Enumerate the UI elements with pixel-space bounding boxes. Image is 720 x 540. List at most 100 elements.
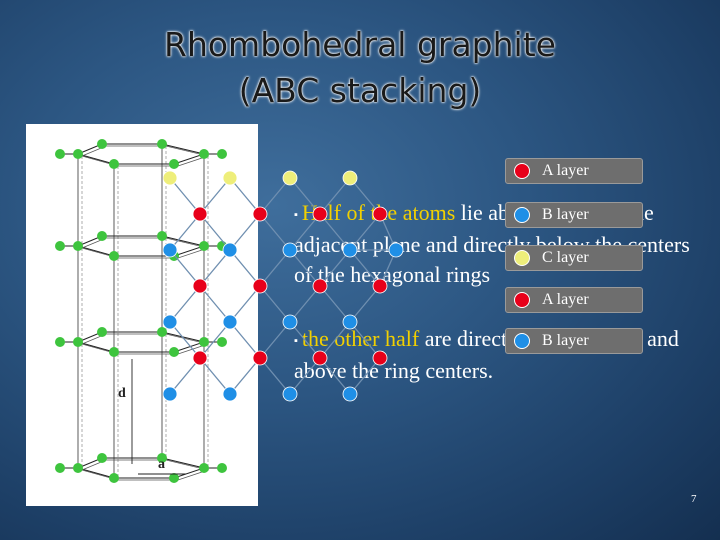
- bullet-icon: ▪: [294, 208, 298, 221]
- lattice-bond: [319, 321, 351, 359]
- lattice-atom: [372, 278, 388, 294]
- lattice-atom: [312, 350, 328, 366]
- lattice-bond: [169, 213, 201, 251]
- lattice-atom: [282, 386, 298, 402]
- carbon-atom: [55, 241, 65, 251]
- layer-label-4: A layer: [505, 287, 643, 313]
- lattice-bond: [349, 213, 381, 251]
- title-line-1: Rhombohedral graphite: [164, 25, 556, 64]
- lattice-bond: [229, 213, 261, 251]
- lattice-atom: [222, 314, 238, 330]
- lattice-bond: [169, 285, 201, 323]
- lattice-bond: [229, 321, 261, 359]
- carbon-atom: [73, 149, 83, 159]
- lattice-bond: [289, 321, 321, 359]
- carbon-atom: [55, 149, 65, 159]
- slide-title: Rhombohedral graphite (ABC stacking): [0, 22, 720, 114]
- carbon-atom: [157, 231, 167, 241]
- layer-label-3: C layer: [505, 245, 643, 271]
- lattice-bond: [319, 213, 351, 251]
- carbon-atom: [55, 463, 65, 473]
- lattice-bond: [169, 249, 201, 287]
- lattice-atom: [372, 206, 388, 222]
- lattice-bond: [319, 249, 351, 287]
- carbon-atom: [55, 337, 65, 347]
- lattice-atom: [252, 278, 268, 294]
- lattice-bond: [259, 249, 291, 287]
- lattice-bond: [259, 357, 291, 395]
- lattice-atom: [162, 170, 178, 186]
- lattice-atom: [282, 170, 298, 186]
- bullet-icon: ▪: [294, 334, 298, 347]
- hexagonal-ring: [80, 459, 210, 481]
- label-a: a: [158, 457, 165, 472]
- lattice-bond: [319, 357, 351, 395]
- lattice-atom: [342, 170, 358, 186]
- lattice-bond: [229, 285, 261, 323]
- carbon-atom: [169, 159, 179, 169]
- layer-label-text: B layer: [542, 206, 589, 223]
- lattice-atom: [162, 242, 178, 258]
- carbon-atom: [73, 241, 83, 251]
- lattice-bond: [229, 357, 261, 395]
- carbon-atom: [169, 473, 179, 483]
- lattice-bond: [199, 177, 231, 215]
- title-line-2: (ABC stacking): [238, 71, 482, 110]
- lattice-bond: [289, 357, 321, 395]
- carbon-atom: [217, 337, 227, 347]
- lattice-bond: [199, 357, 231, 395]
- lattice-bond: [169, 357, 201, 395]
- lattice-bond: [169, 321, 201, 359]
- layer-color-dot: [514, 207, 530, 223]
- lattice-atom: [252, 206, 268, 222]
- lattice-atom: [192, 206, 208, 222]
- lattice-bond: [289, 285, 321, 323]
- carbon-atom: [199, 149, 209, 159]
- carbon-atom: [157, 453, 167, 463]
- carbon-atom: [97, 327, 107, 337]
- carbon-atom: [109, 347, 119, 357]
- lattice-bond: [259, 285, 291, 323]
- lattice-bond: [349, 357, 381, 395]
- lattice-atom: [252, 350, 268, 366]
- carbon-atom: [217, 149, 227, 159]
- carbon-atom: [169, 347, 179, 357]
- lattice-bond: [199, 213, 231, 251]
- lattice-bond: [259, 321, 291, 359]
- lattice-atom: [222, 386, 238, 402]
- lattice-atom: [388, 242, 404, 258]
- carbon-atom: [199, 337, 209, 347]
- layer-label-text: B layer: [542, 332, 589, 349]
- lattice-bond: [349, 321, 381, 359]
- layer-color-dot: [514, 292, 530, 308]
- lattice-atom: [192, 278, 208, 294]
- lattice-atom: [342, 386, 358, 402]
- carbon-atom: [109, 251, 119, 261]
- layer-color-dot: [514, 250, 530, 266]
- lattice-bond: [289, 213, 321, 251]
- lattice-atom: [342, 314, 358, 330]
- lattice-atom: [312, 278, 328, 294]
- lattice-bond: [229, 249, 261, 287]
- carbon-atom: [157, 327, 167, 337]
- lattice-bond: [199, 321, 231, 359]
- lattice-bond: [319, 285, 351, 323]
- lattice-bond: [349, 177, 381, 215]
- carbon-atom: [73, 337, 83, 347]
- carbon-atom: [109, 159, 119, 169]
- lattice-bond: [259, 177, 291, 215]
- hexagonal-ring: [76, 457, 206, 479]
- layer-label-5: B layer: [505, 328, 643, 354]
- layer-label-text: A layer: [542, 291, 589, 308]
- lattice-atom: [162, 386, 178, 402]
- lattice-atom: [222, 170, 238, 186]
- carbon-atom: [73, 463, 83, 473]
- carbon-atom: [217, 463, 227, 473]
- lattice-bond: [199, 249, 231, 287]
- layer-label-1: A layer: [505, 158, 643, 184]
- layer-label-text: A layer: [542, 162, 589, 179]
- layer-color-dot: [514, 163, 530, 179]
- layer-color-dot: [514, 333, 530, 349]
- lattice-bond: [289, 177, 321, 215]
